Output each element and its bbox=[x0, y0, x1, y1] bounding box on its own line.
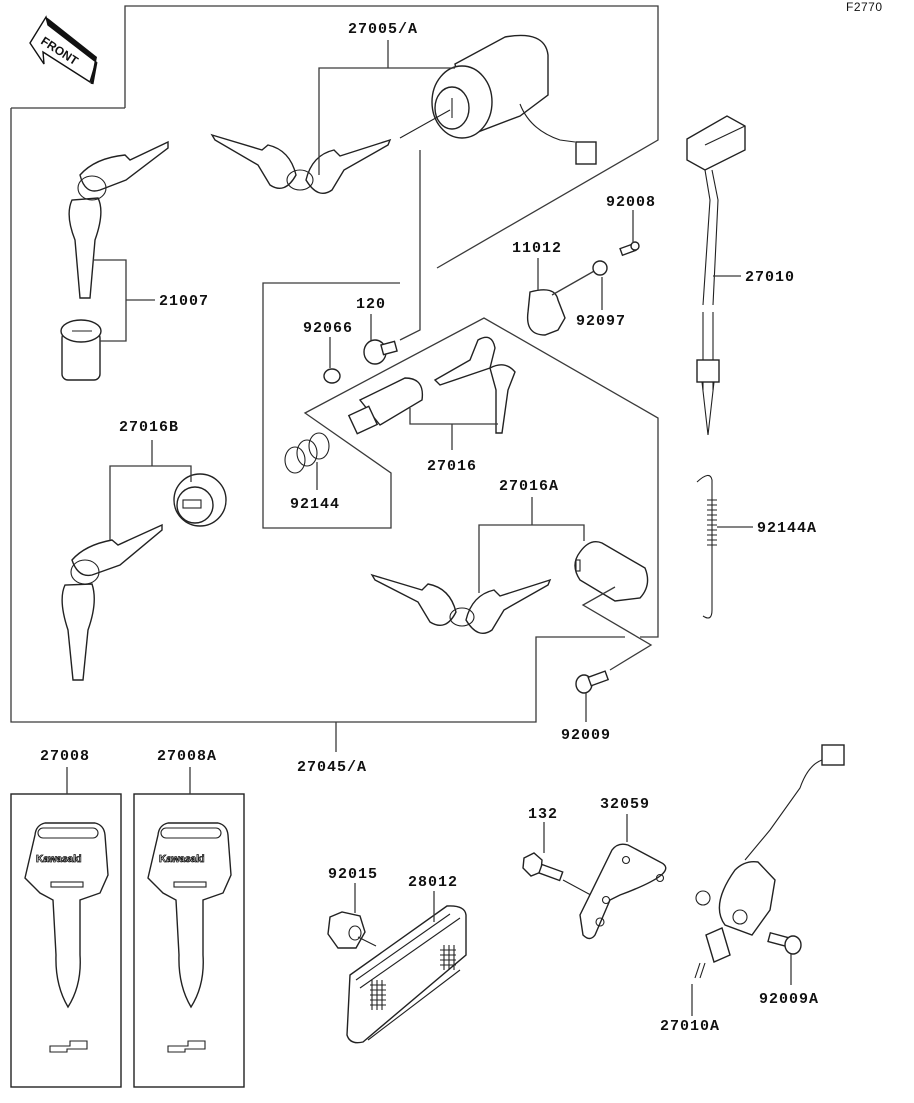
part-27008-key-blank[interactable]: Kawasaki bbox=[10, 793, 122, 1088]
label-32059[interactable]: 32059 bbox=[600, 796, 650, 813]
label-27008A[interactable]: 27008A bbox=[157, 748, 217, 765]
label-27010[interactable]: 27010 bbox=[745, 269, 795, 286]
label-21007[interactable]: 21007 bbox=[159, 293, 209, 310]
front-arrow-icon: FRONT bbox=[29, 15, 98, 85]
label-27010A[interactable]: 27010A bbox=[660, 1018, 720, 1035]
part-27005A-ignition-switch[interactable] bbox=[399, 34, 597, 165]
part-27016-lock-cylinder[interactable] bbox=[347, 377, 424, 435]
part-21007-cap[interactable] bbox=[60, 319, 102, 381]
label-92009A[interactable]: 92009A bbox=[759, 991, 819, 1008]
label-27016A[interactable]: 27016A bbox=[499, 478, 559, 495]
part-32059-bracket[interactable] bbox=[579, 843, 667, 940]
kawasaki-logo: Kawasaki bbox=[36, 854, 82, 865]
part-11012-plate[interactable] bbox=[526, 289, 566, 336]
label-27016B[interactable]: 27016B bbox=[119, 419, 179, 436]
label-92144[interactable]: 92144 bbox=[290, 496, 340, 513]
part-92097-washer[interactable] bbox=[592, 260, 608, 276]
part-27016B-lock[interactable] bbox=[173, 473, 227, 527]
part-27016A-bracket[interactable] bbox=[574, 540, 649, 602]
part-27016B-keys[interactable] bbox=[61, 523, 163, 681]
label-27045A[interactable]: 27045/A bbox=[297, 759, 367, 776]
label-92144A[interactable]: 92144A bbox=[757, 520, 817, 537]
label-27016[interactable]: 27016 bbox=[427, 458, 477, 475]
label-92009[interactable]: 92009 bbox=[561, 727, 611, 744]
label-132[interactable]: 132 bbox=[528, 806, 558, 823]
part-132-bolt[interactable] bbox=[522, 852, 601, 901]
part-92009A-screw[interactable] bbox=[767, 931, 802, 955]
part-92144A-spring[interactable] bbox=[696, 474, 717, 619]
part-28012-reflector[interactable] bbox=[346, 905, 467, 1044]
label-92066[interactable]: 92066 bbox=[303, 320, 353, 337]
part-120-screw[interactable] bbox=[363, 339, 398, 365]
assembly-boundary-27045A bbox=[124, 5, 659, 269]
part-27016A-keys[interactable] bbox=[370, 573, 552, 634]
part-27010A-switch[interactable] bbox=[694, 744, 845, 979]
part-92015-nut[interactable] bbox=[327, 911, 377, 949]
label-120[interactable]: 120 bbox=[356, 296, 386, 313]
label-92097[interactable]: 92097 bbox=[576, 313, 626, 330]
label-92015[interactable]: 92015 bbox=[328, 866, 378, 883]
label-92008[interactable]: 92008 bbox=[606, 194, 656, 211]
part-92009-screw[interactable] bbox=[575, 670, 610, 694]
part-27010-switch-wire[interactable] bbox=[686, 115, 746, 436]
label-27008[interactable]: 27008 bbox=[40, 748, 90, 765]
diagram-code: F2770 bbox=[846, 0, 883, 14]
label-28012[interactable]: 28012 bbox=[408, 874, 458, 891]
part-92066[interactable] bbox=[323, 368, 341, 384]
label-11012[interactable]: 11012 bbox=[512, 240, 562, 257]
part-27008A-key-blank[interactable]: Kawasaki bbox=[133, 793, 245, 1088]
label-27005A[interactable]: 27005/A bbox=[348, 21, 418, 38]
part-92144-spring[interactable] bbox=[284, 432, 330, 474]
kawasaki-logo: Kawasaki bbox=[159, 854, 205, 865]
part-27005A-key-pair[interactable] bbox=[210, 133, 392, 194]
part-27016-keys[interactable] bbox=[433, 336, 516, 434]
part-21007-key-set[interactable] bbox=[68, 140, 169, 299]
part-92008-screw[interactable] bbox=[619, 241, 640, 257]
